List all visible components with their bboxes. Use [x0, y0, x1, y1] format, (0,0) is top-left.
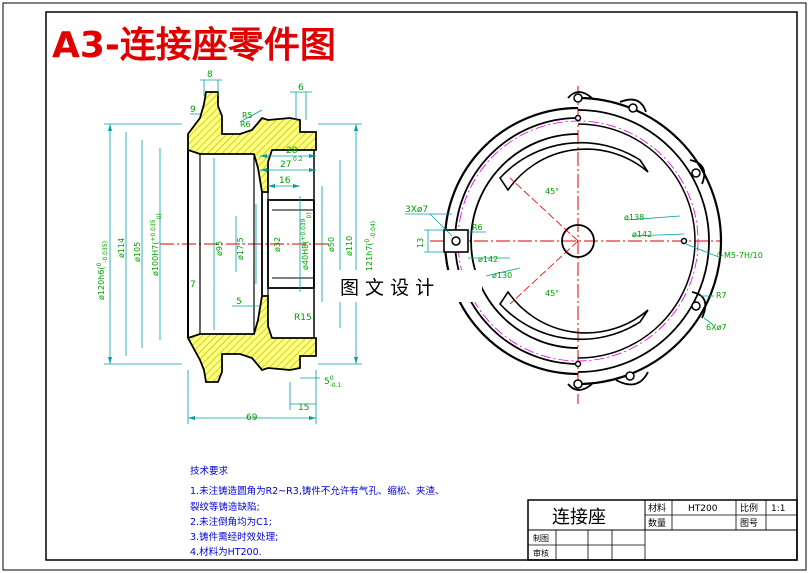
title-block-part-name: 连接座 [552, 507, 606, 528]
dim-28: 28 [286, 146, 298, 156]
dim-15: 15 [298, 403, 309, 413]
left-lug-hole [451, 236, 461, 246]
angle-line [509, 240, 579, 305]
dim-d40: ø40H8(+0.0390) [300, 212, 313, 270]
end-view: 3Xø7 R6 13 ø142 ø130 45° 45° ø138 ø142 4… [405, 86, 763, 404]
ring-right-mid [577, 109, 710, 373]
label-d138: ø138 [624, 213, 644, 222]
dim-16: 16 [279, 176, 291, 186]
label-d142-left: ø142 [478, 255, 498, 264]
label-45-upper: 45° [545, 187, 559, 196]
label-13: 13 [416, 238, 425, 248]
title-block-drawn-label: 制图 [533, 533, 549, 543]
title-block-material-label: 材料 [648, 502, 666, 514]
dim-d110: ø110 [345, 236, 354, 256]
inner-border [45, 11, 798, 561]
dim-9: 9 [190, 105, 196, 115]
dim-5: 5 [236, 297, 242, 307]
title-block-material: HT200 [688, 504, 718, 514]
dim-d121: ø121h7(0-0.04) [364, 221, 377, 276]
title-block-scale-label: 比例 [740, 502, 758, 514]
ring-left-inner [470, 133, 579, 349]
dim-d32: ø32 [273, 237, 282, 252]
center-bore [561, 224, 595, 258]
ring-right-inner [577, 123, 696, 359]
drawing-title: A3-连接座零件图 [52, 25, 336, 66]
notes-heading: 技术要求 [190, 465, 229, 477]
dim-69: 69 [246, 413, 258, 423]
section-view: 8 6 9 R5 R6 28 27 0.2 16 ø120h6(0-0.035)… [96, 70, 377, 424]
section-body-lower [186, 295, 317, 383]
dim-d95: ø95 [215, 241, 224, 256]
dim-d120: ø120h6(0-0.035) [96, 241, 109, 300]
label-45-lower: 45° [545, 289, 559, 298]
ring-right-outer [577, 96, 723, 386]
label-r7: R7 [716, 291, 727, 300]
angle-line [509, 177, 579, 242]
dim-r6: R6 [240, 120, 251, 129]
dim-d50: ø50 [327, 237, 336, 252]
title-block-checked-label: 审核 [533, 548, 549, 558]
label-d142-right: ø142 [632, 230, 652, 239]
notes-line-2: 裂纹等铸造缺陷; [190, 501, 260, 513]
section-body-upper [187, 91, 317, 193]
notes-line-5: 4.材料为HT200. [190, 546, 262, 558]
slot-lower [498, 290, 649, 341]
dim-6: 6 [298, 83, 304, 93]
notes-line-3: 2.未注倒角均为C1; [190, 516, 272, 528]
notes-line-1: 1.未注铸造圆角为R2~R3,铸件不允许有气孔、缩松、夹渣、 [190, 485, 444, 497]
title-block-qty-label: 数量 [648, 517, 666, 529]
label-6xd7: 6Xø7 [706, 323, 727, 332]
dim-r15: R15 [294, 313, 312, 323]
watermark-band [332, 270, 482, 302]
dim-r5: R5 [242, 111, 253, 120]
title-block-drawing-no-label: 图号 [740, 518, 758, 529]
label-3xd7: 3Xø7 [405, 205, 428, 215]
dim-5-bottom: 50-0.1 [324, 375, 341, 389]
dim-d100: ø100H7(+0.0350) [150, 213, 163, 276]
dim-d17-5: ø17.5 [236, 237, 245, 260]
dim-7: 7 [190, 280, 196, 290]
label-d130: ø130 [492, 271, 512, 280]
title-block-scale: 1:1 [771, 504, 785, 514]
notes-line-4: 3.铸件需经时效处理; [190, 531, 278, 543]
ring-left-mid [454, 117, 579, 365]
watermark-text: 图 文 设 计 [340, 277, 434, 299]
dim-27-tol: 0.2 [293, 156, 303, 163]
dim-d105: ø105 [133, 242, 142, 262]
label-r6: R6 [472, 223, 483, 232]
slot-upper [498, 141, 649, 192]
label-thread: 4-M5-7H/10 [716, 251, 763, 260]
dim-8: 8 [207, 70, 213, 80]
title-block [527, 499, 798, 561]
dim-27: 27 [280, 160, 291, 170]
technical-notes: 技术要求 1.未注铸造圆角为R2~R3,铸件不允许有气孔、缩松、夹渣、 裂纹等铸… [190, 465, 444, 558]
dim-d114: ø114 [117, 238, 126, 258]
